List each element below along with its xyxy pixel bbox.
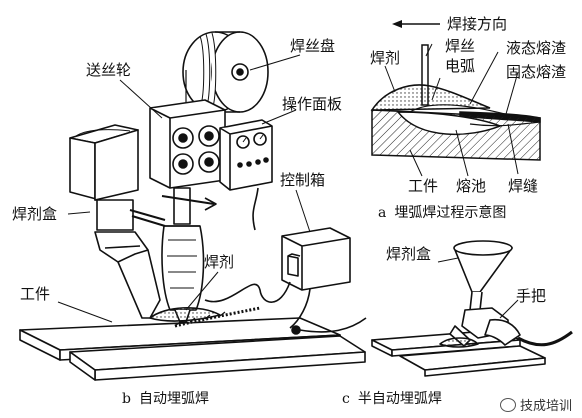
wire-label-a: 焊丝 xyxy=(445,37,476,55)
caption-b-letter: b xyxy=(122,391,131,407)
caption-c: c 半自动埋弧焊 xyxy=(342,388,442,408)
flux-label-a: 焊剂 xyxy=(370,49,401,67)
liquid-slag-label: 液态熔渣 xyxy=(506,39,567,57)
weld-seam-label: 焊缝 xyxy=(508,177,539,195)
figure-c-semiautomatic xyxy=(371,240,573,377)
watermark-text: 技成培训 xyxy=(519,399,572,414)
control-panel-label: 操作面板 xyxy=(282,95,343,113)
workpiece-label-b: 工件 xyxy=(20,285,51,303)
workpiece-label-a: 工件 xyxy=(408,177,439,195)
figure-a-cross-section xyxy=(370,20,541,177)
flux-hopper-label-b: 焊剂盒 xyxy=(12,205,58,223)
caption-c-letter: c xyxy=(342,391,350,407)
caption-a: a 埋弧焊过程示意图 xyxy=(378,202,506,222)
wire-feed-wheel-label: 送丝轮 xyxy=(86,61,132,79)
control-box-label: 控制箱 xyxy=(280,171,326,189)
figure-b-automatic-machine xyxy=(19,31,367,381)
caption-a-text: 埋弧焊过程示意图 xyxy=(394,205,507,221)
wire-reel-label: 焊丝盘 xyxy=(290,37,336,55)
molten-pool-label: 熔池 xyxy=(456,177,487,195)
caption-a-letter: a xyxy=(378,205,387,221)
solid-slag-label: 固态熔渣 xyxy=(506,63,567,81)
flux-hopper-label-c: 焊剂盒 xyxy=(386,245,432,263)
arc-label-a: 电弧 xyxy=(445,57,476,75)
watermark: 技成培训 xyxy=(495,394,576,415)
handle-label: 手把 xyxy=(516,287,547,305)
caption-b: b 自动埋弧焊 xyxy=(122,388,209,408)
caption-c-text: 半自动埋弧焊 xyxy=(357,391,442,407)
caption-b-text: 自动埋弧焊 xyxy=(138,391,209,407)
wechat-icon xyxy=(499,398,516,412)
flux-label-b: 焊剂 xyxy=(204,253,235,271)
welding-direction-label: 焊接方向 xyxy=(447,15,508,33)
